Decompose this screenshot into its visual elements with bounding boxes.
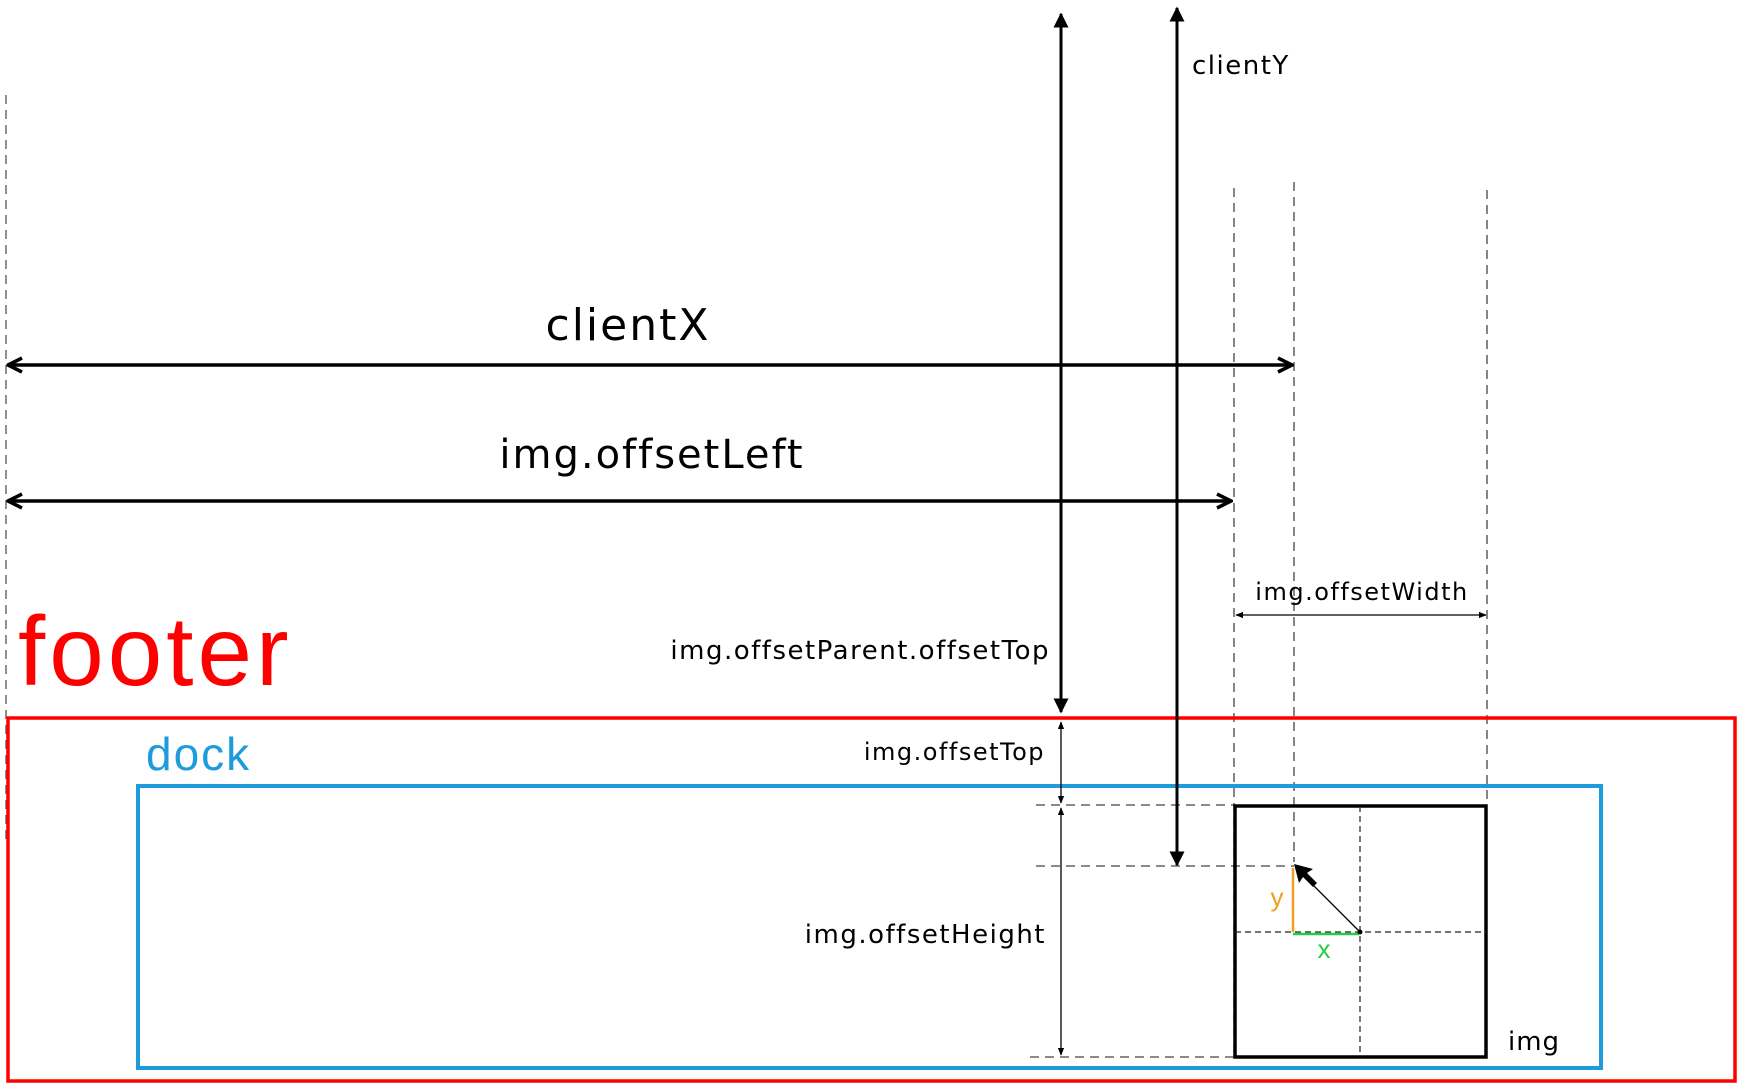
client-x-label: clientX — [546, 300, 711, 351]
img-center-dot — [1357, 929, 1363, 935]
footer-label: footer — [18, 596, 293, 706]
offset-parent-top-label: img.offsetParent.offsetTop — [670, 636, 1050, 666]
offset-width-label: img.offsetWidth — [1255, 578, 1468, 606]
img-label: img — [1508, 1027, 1560, 1057]
offset-left-label: img.offsetLeft — [499, 432, 804, 478]
offset-height-label: img.offsetHeight — [805, 920, 1046, 950]
offset-top-label: img.offsetTop — [864, 738, 1045, 766]
footer-box — [6, 716, 1737, 1083]
dock-label: dock — [146, 728, 251, 780]
mouse-pointer-icon — [1294, 864, 1317, 887]
client-y-label: clientY — [1192, 51, 1290, 81]
x-label: x — [1318, 934, 1331, 964]
y-label: y — [1271, 882, 1284, 912]
dock-box — [136, 784, 1603, 1070]
